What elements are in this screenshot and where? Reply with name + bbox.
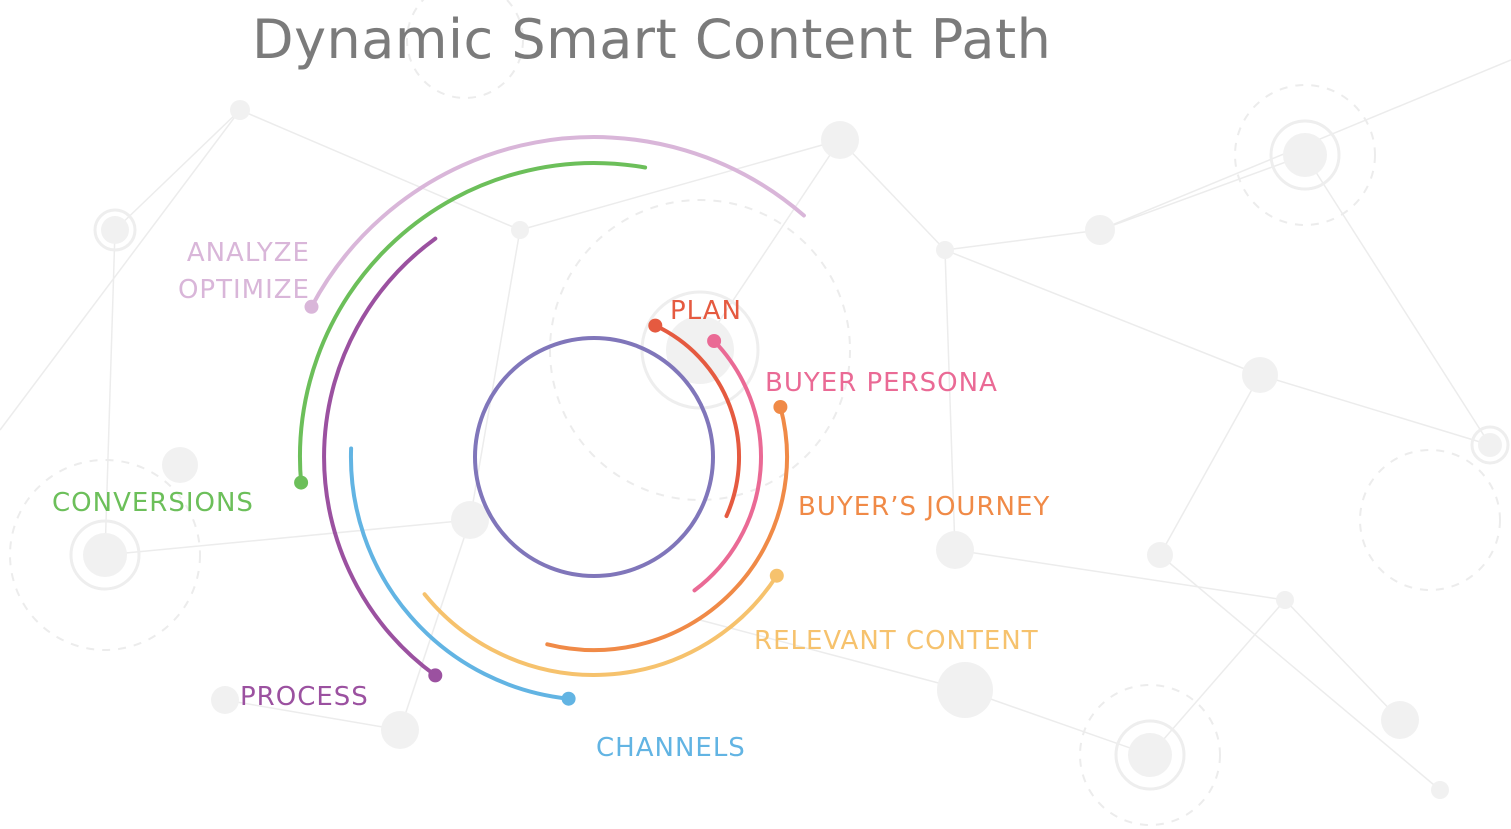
label-conversions: CONVERSIONS — [52, 488, 254, 518]
arc-plan — [653, 323, 742, 518]
arc-conversions — [297, 161, 648, 485]
dot-buyer-persona — [707, 334, 722, 348]
page-title: Dynamic Smart Content Path — [252, 8, 1052, 71]
label-channels: CHANNELS — [596, 733, 746, 763]
label-analyze: ANALYZE — [186, 238, 310, 268]
arc-relevant-content — [422, 573, 779, 677]
dot-conversions — [294, 475, 309, 490]
arc-analyze-optimize — [309, 135, 806, 309]
dot-analyze-optimize — [304, 299, 319, 314]
dot-plan — [648, 318, 663, 333]
core-circle — [473, 336, 715, 578]
background-dashed-rings — [9, 0, 1501, 826]
arc-channels — [348, 446, 571, 701]
label-buyers-journey: BUYER’S JOURNEY — [798, 492, 1051, 522]
arc-buyer-persona — [692, 339, 763, 593]
background-nodes — [83, 100, 1502, 799]
label-plan: PLAN — [670, 296, 742, 326]
dot-buyers-journey — [773, 400, 788, 414]
dot-relevant-content — [769, 568, 784, 583]
background-network — [0, 59, 1511, 791]
label-buyer-persona: BUYER PERSONA — [765, 368, 998, 398]
dot-process — [428, 668, 443, 683]
arc-process — [322, 236, 438, 678]
label-process: PROCESS — [240, 682, 369, 712]
arc-buyers-journey — [545, 405, 789, 653]
label-relevant-content: RELEVANT CONTENT — [754, 626, 1039, 656]
label-optimize: OPTIMIZE — [177, 275, 310, 305]
dot-channels — [561, 691, 576, 706]
